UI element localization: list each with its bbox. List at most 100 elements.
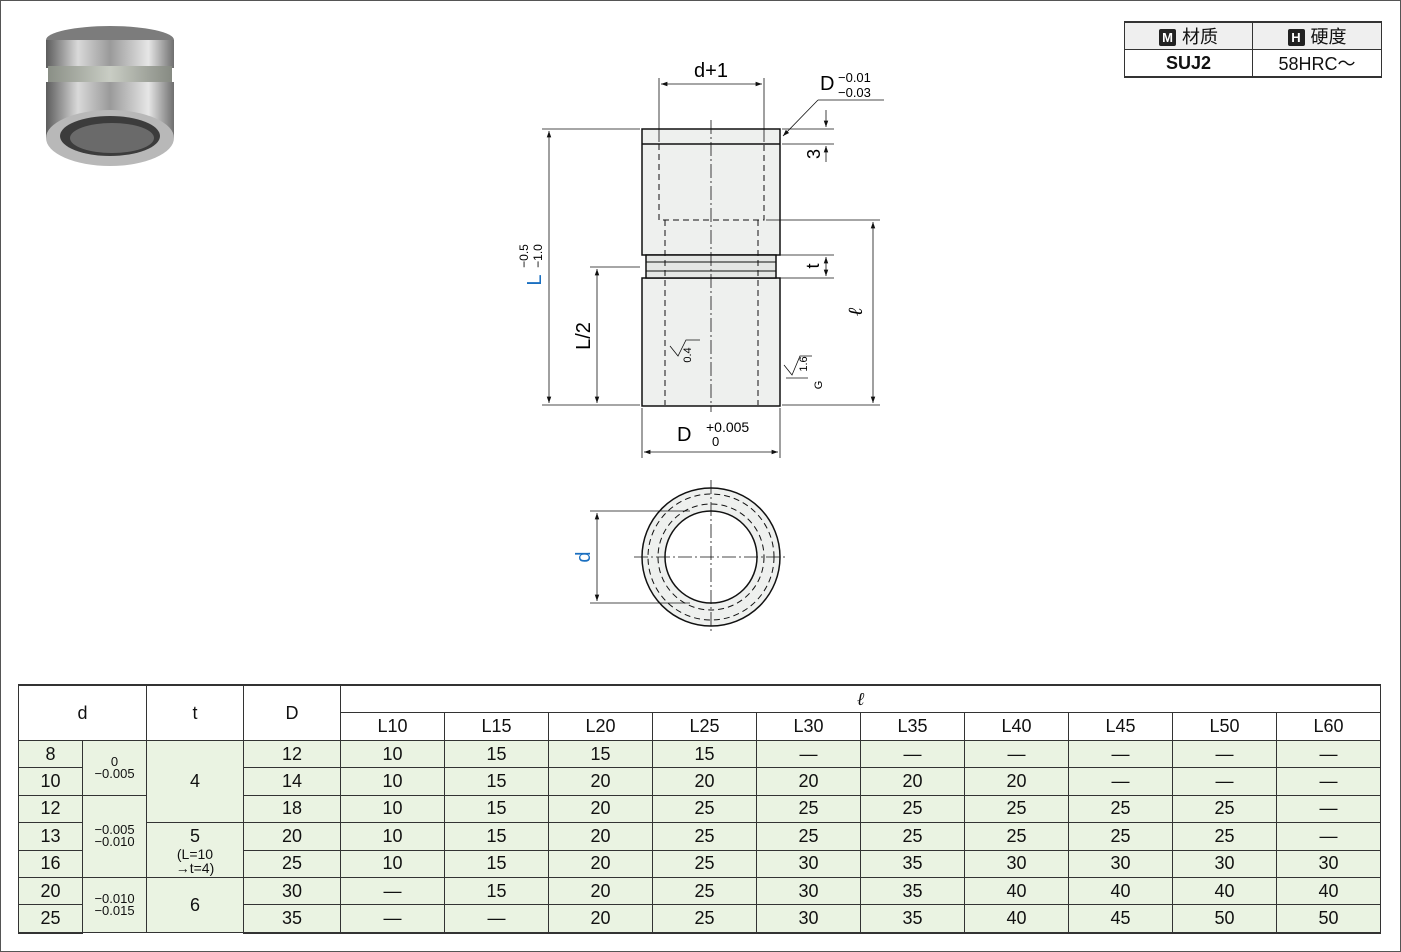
- header-L30: L30: [756, 712, 861, 741]
- cell-l: 10: [340, 767, 445, 796]
- header-d: d: [18, 684, 147, 741]
- cell-d: 10: [18, 767, 83, 796]
- cell-d: 20: [18, 876, 83, 906]
- header-L15: L15: [444, 712, 549, 741]
- cell-l: —: [1068, 767, 1173, 796]
- d-tolerance: −0.010−0.015: [82, 876, 147, 934]
- dim-L: L: [524, 274, 546, 285]
- cell-l: 20: [548, 904, 653, 934]
- cell-l: 15: [444, 876, 549, 906]
- cell-l: 20: [964, 767, 1069, 796]
- cell-l: 20: [548, 767, 653, 796]
- cell-l: 20: [860, 767, 965, 796]
- cell-l: 30: [756, 849, 861, 878]
- cell-l: 25: [964, 794, 1069, 824]
- cell-l: 25: [652, 794, 757, 824]
- cell-l: 50: [1172, 904, 1277, 934]
- cell-l: 10: [340, 794, 445, 824]
- cell-l: 20: [548, 876, 653, 906]
- dim-D-bottom-upper: +0.005: [706, 419, 749, 435]
- table-row: 8 0−0.005 4 12 10 15 15 15 — — — — — —: [18, 739, 1381, 824]
- cell-l: 40: [964, 904, 1069, 934]
- header-L20: L20: [548, 712, 653, 741]
- header-L50: L50: [1172, 712, 1277, 741]
- cell-D: 20: [243, 822, 341, 851]
- dim-d-plus-1: d+1: [694, 60, 728, 82]
- dim-l: ℓ: [845, 307, 867, 316]
- cell-l: —: [1068, 739, 1173, 769]
- cell-l: 25: [860, 794, 965, 824]
- cell-D: 30: [243, 876, 341, 906]
- cell-l: 20: [548, 849, 653, 878]
- cell-l: 15: [444, 822, 549, 851]
- cell-l: 40: [964, 876, 1069, 906]
- dim-D-top-upper: −0.01: [838, 70, 871, 85]
- dim-t: t: [803, 263, 823, 268]
- cell-l: 30: [756, 904, 861, 934]
- hardness-value: 58HRC～: [1252, 49, 1382, 78]
- header-L45: L45: [1068, 712, 1173, 741]
- dim-D-top: D: [820, 73, 834, 95]
- cell-l: —: [1172, 767, 1277, 796]
- cell-l: —: [1172, 739, 1277, 769]
- cell-l: —: [1276, 822, 1381, 851]
- roughness-outer-g: G: [813, 381, 825, 390]
- roughness-outer: 1.6: [798, 356, 810, 371]
- cell-l: 25: [652, 822, 757, 851]
- header-L60: L60: [1276, 712, 1381, 741]
- table-row: 20 −0.010−0.015 6 30 — 15 20 25 30 35 40…: [18, 876, 1381, 934]
- cell-l: 35: [860, 904, 965, 934]
- cell-l: 50: [1276, 904, 1381, 934]
- cell-l: 15: [444, 849, 549, 878]
- cell-l: —: [340, 876, 445, 906]
- cell-l: 10: [340, 739, 445, 769]
- cell-l: 35: [860, 849, 965, 878]
- dim-3: 3: [804, 149, 824, 159]
- cell-l: 15: [444, 794, 549, 824]
- table-row: 16 25 10 15 20 25 30 35 30 30 30 30: [18, 849, 1381, 878]
- header-L35: L35: [860, 712, 965, 741]
- cell-l: 20: [756, 767, 861, 796]
- cell-l: —: [860, 739, 965, 769]
- cell-l: 40: [1172, 876, 1277, 906]
- cell-l: 15: [548, 739, 653, 769]
- cell-l: 30: [1276, 849, 1381, 878]
- cell-d: 12: [18, 794, 83, 824]
- cell-t: 5 (L=10 →t=4): [146, 822, 244, 878]
- table-row: 25 35 — — 20 25 30 35 40 45 50 50: [18, 904, 1381, 934]
- cell-l: —: [1276, 767, 1381, 796]
- cell-D: 25: [243, 849, 341, 878]
- header-L25: L25: [652, 712, 757, 741]
- cell-l: 15: [652, 739, 757, 769]
- cell-D: 12: [243, 739, 341, 769]
- dim-half-L: L/2: [573, 322, 595, 350]
- cell-l: —: [964, 739, 1069, 769]
- cell-l: 20: [548, 822, 653, 851]
- cell-l: 10: [340, 822, 445, 851]
- cell-l: 30: [756, 876, 861, 906]
- dim-d: d: [573, 551, 595, 562]
- table-row: 13 5 (L=10 →t=4) 20 10 15 20 25 25 25 25…: [18, 822, 1381, 878]
- cell-l: 10: [340, 849, 445, 878]
- cell-l: 45: [1068, 904, 1173, 934]
- cell-l: 25: [652, 876, 757, 906]
- cell-l: 25: [652, 904, 757, 934]
- material-value: SUJ2: [1124, 49, 1253, 78]
- cell-l: 35: [860, 876, 965, 906]
- dim-D-bottom-lower: 0: [712, 434, 719, 449]
- end-view: [634, 480, 788, 634]
- header-L10: L10: [340, 712, 445, 741]
- cell-l: —: [340, 904, 445, 934]
- cell-l: 25: [756, 794, 861, 824]
- header-t: t: [146, 684, 244, 741]
- cell-l: 20: [652, 767, 757, 796]
- cell-d: 16: [18, 849, 83, 878]
- header-D: D: [243, 684, 341, 741]
- cell-l: 15: [444, 739, 549, 769]
- dim-D-bottom: D: [677, 424, 691, 446]
- header-l: ℓ: [340, 684, 1381, 713]
- roughness-inner: 0.4: [682, 347, 694, 362]
- header-L40: L40: [964, 712, 1069, 741]
- cell-l: —: [444, 904, 549, 934]
